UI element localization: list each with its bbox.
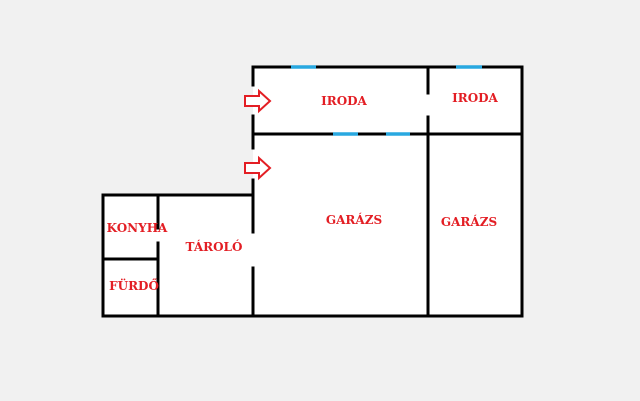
entrance-arrow-lower [244, 155, 272, 181]
windows [291, 65, 482, 136]
floor-lower-left-block [103, 195, 254, 316]
room-labels: IRODA IRODA GARÁZS GARÁZS KONYHA FÜRDŐ T… [107, 91, 499, 293]
entrance-arrow-icon [244, 155, 272, 181]
entrance-arrow-upper [244, 88, 272, 114]
label-garazs-right: GARÁZS [441, 214, 497, 229]
label-garazs-left: GARÁZS [326, 212, 382, 227]
label-iroda-left: IRODA [321, 94, 367, 108]
entrance-arrow-icon [244, 88, 272, 114]
floor-upper-block [253, 67, 522, 316]
label-iroda-right: IRODA [452, 91, 498, 105]
floor-area [103, 67, 522, 316]
walls [101, 65, 524, 318]
label-konyha: KONYHA [107, 221, 168, 235]
label-furdo: FÜRDŐ [109, 277, 159, 293]
label-tarolo: TÁROLÓ [186, 238, 243, 254]
